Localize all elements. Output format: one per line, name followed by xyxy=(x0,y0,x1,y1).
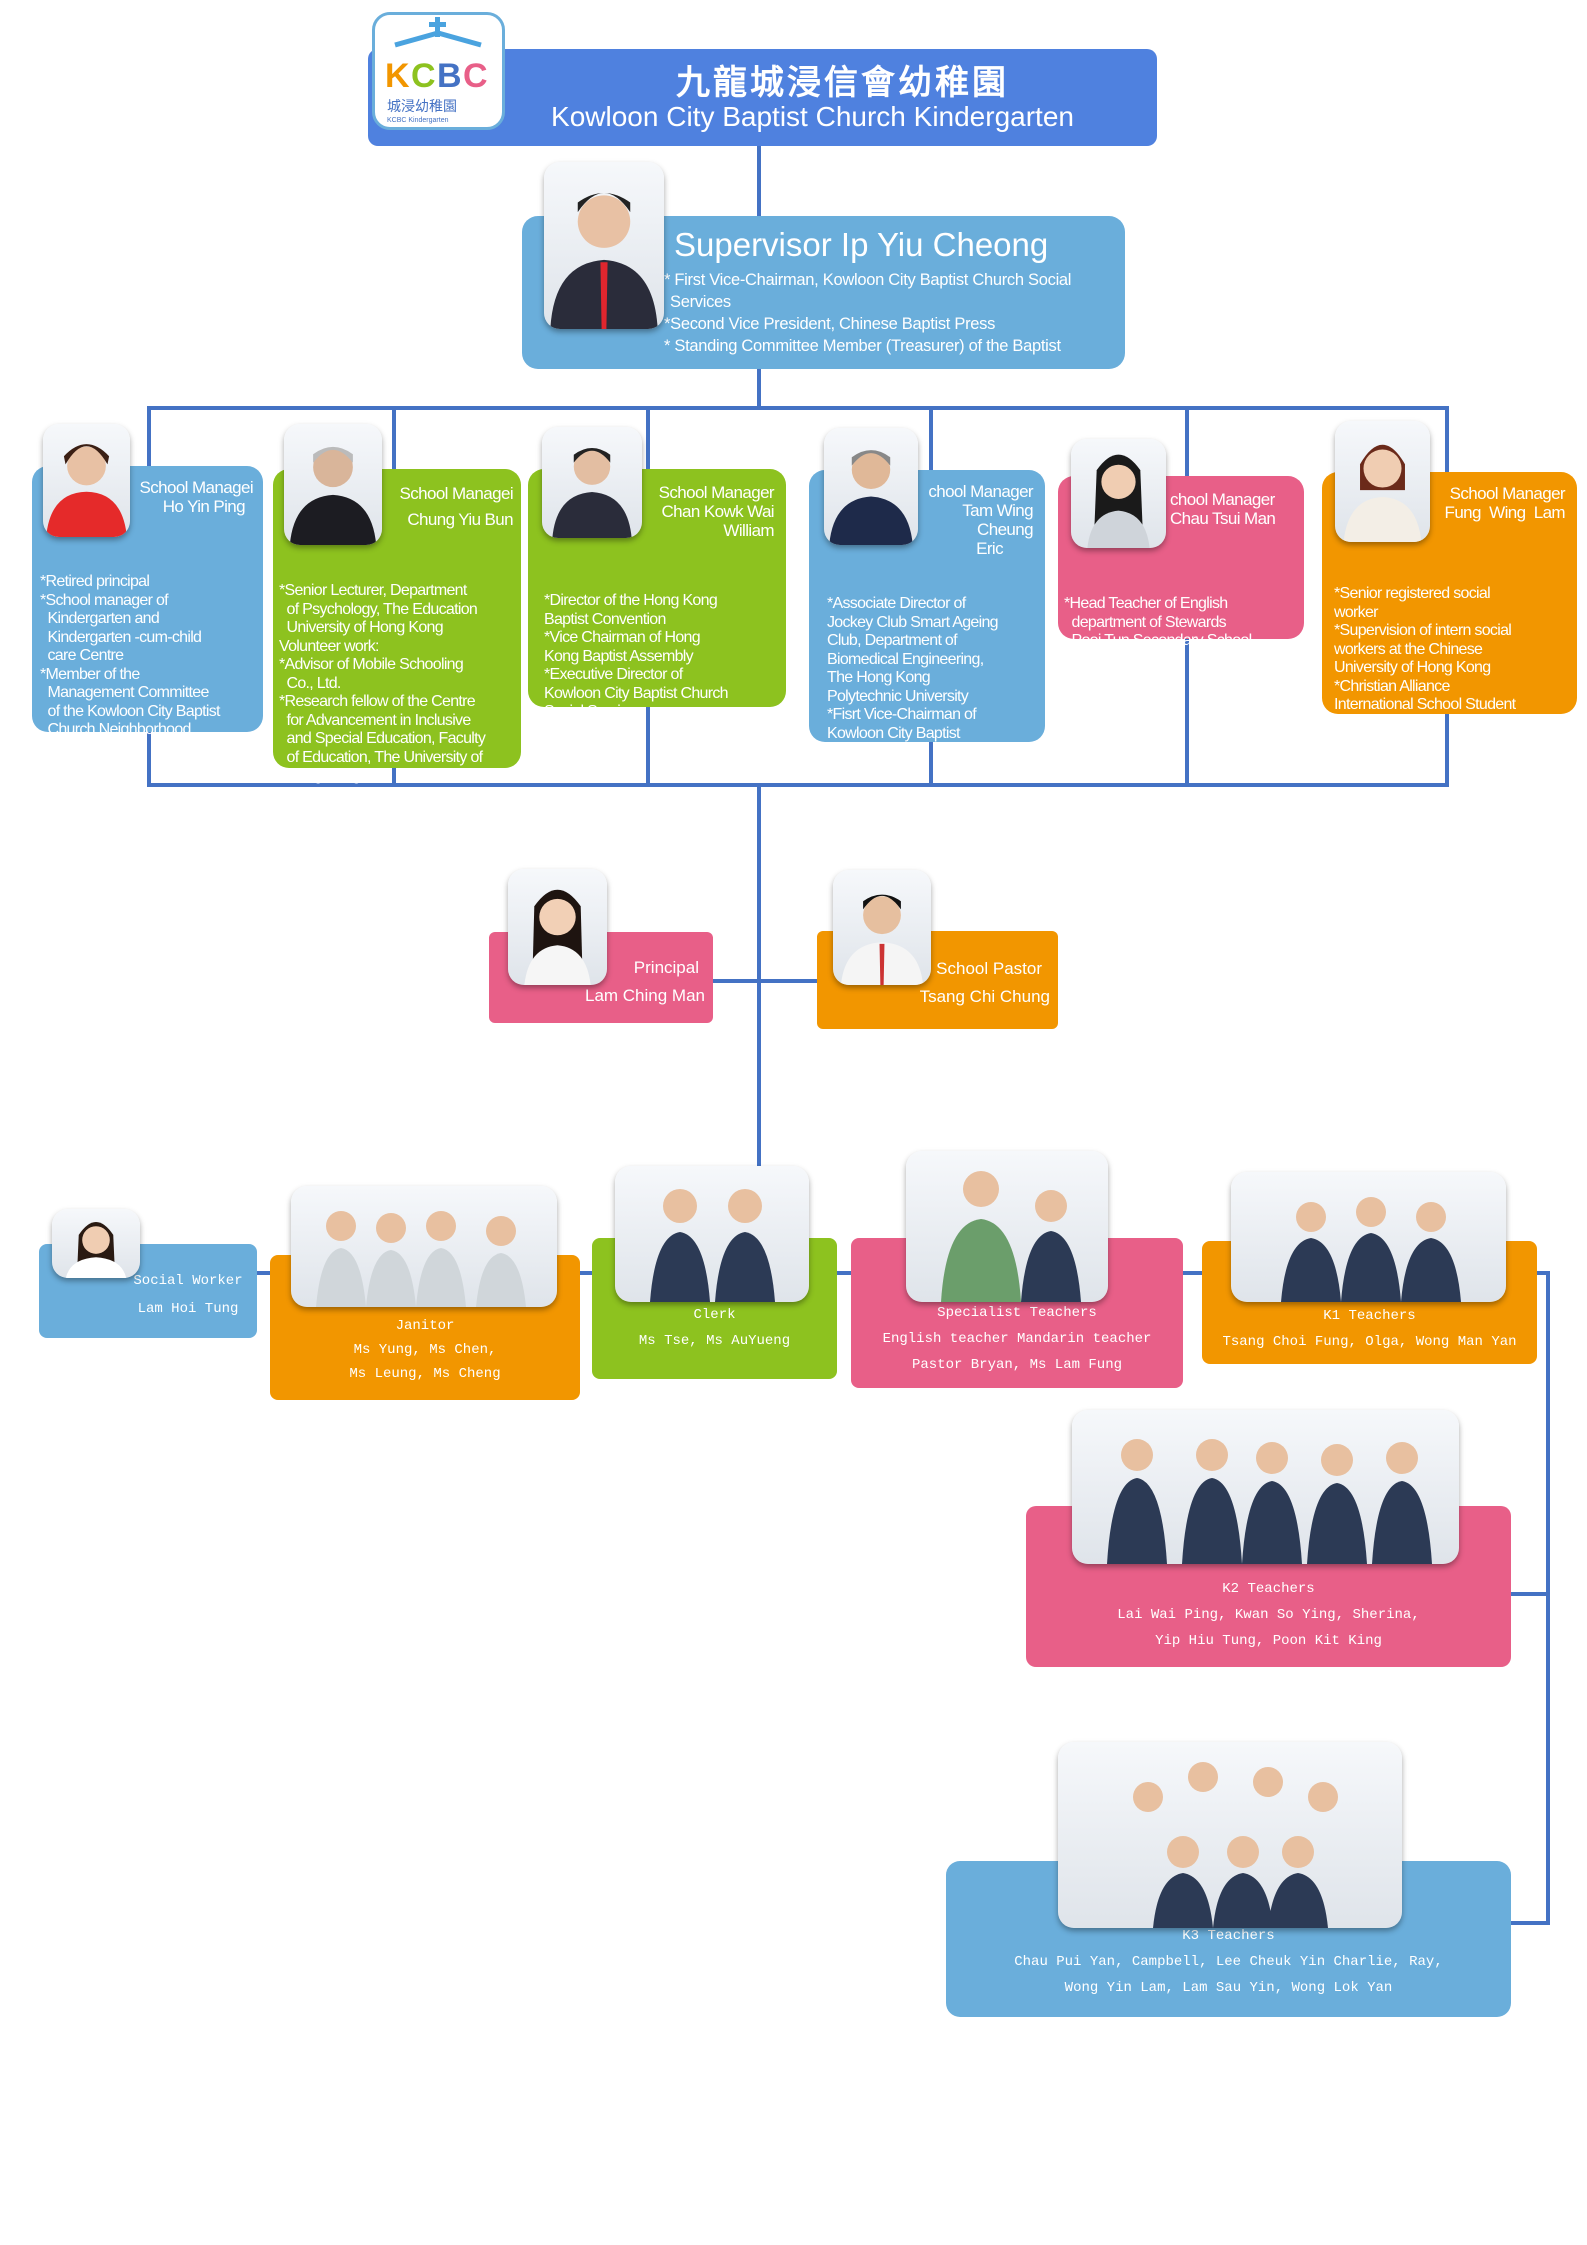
svg-text:KCBC Kindergarten: KCBC Kindergarten xyxy=(387,117,449,124)
svg-text:C: C xyxy=(463,57,488,95)
manager-photo xyxy=(1335,421,1430,542)
supervisor-desc: * First Vice-Chairman, Kowloon City Bapt… xyxy=(664,271,1072,355)
janitor-group-photo xyxy=(291,1186,557,1307)
principal-role: Principal xyxy=(633,958,699,977)
pastor-photo xyxy=(833,870,931,985)
k2-group-photo xyxy=(1072,1410,1459,1564)
principal-name: Lam Ching Man xyxy=(584,986,705,1005)
principal-photo xyxy=(508,869,607,985)
svg-text:B: B xyxy=(437,57,462,95)
k3-group-photo xyxy=(1058,1742,1402,1928)
manager-photo xyxy=(824,428,918,545)
svg-text:C: C xyxy=(411,57,436,95)
manager-photo xyxy=(43,424,130,537)
k3-teachers-card: K3 Teachers Chau Pui Yan, Campbell, Lee … xyxy=(946,1861,1511,2017)
manager-photo xyxy=(1071,439,1166,548)
svg-text:K: K xyxy=(385,57,410,95)
svg-text:城浸幼稚園: 城浸幼稚園 xyxy=(387,99,457,115)
social-worker-photo xyxy=(52,1209,140,1278)
specialist-group-photo xyxy=(906,1151,1108,1302)
supervisor-title: Supervisor Ip Yiu Cheong xyxy=(674,226,1049,263)
clerk-group-photo xyxy=(615,1166,809,1302)
header-title-zh: 九龍城浸信會幼稚園 xyxy=(676,64,1009,102)
pastor-name: Tsang Chi Chung xyxy=(919,987,1050,1006)
manager-photo xyxy=(284,424,382,545)
supervisor-photo xyxy=(544,162,664,329)
kcbc-logo: K C B C 城浸幼稚園 KCBC Kindergarten xyxy=(372,12,505,130)
social-worker-card: Social Worker Lam Hoi Tung xyxy=(39,1244,257,1338)
header-title-en: Kowloon City Baptist Church Kindergarten xyxy=(551,101,1074,132)
k1-group-photo xyxy=(1231,1172,1506,1302)
manager-photo xyxy=(542,427,642,538)
pastor-role: School Pastor xyxy=(936,959,1042,978)
